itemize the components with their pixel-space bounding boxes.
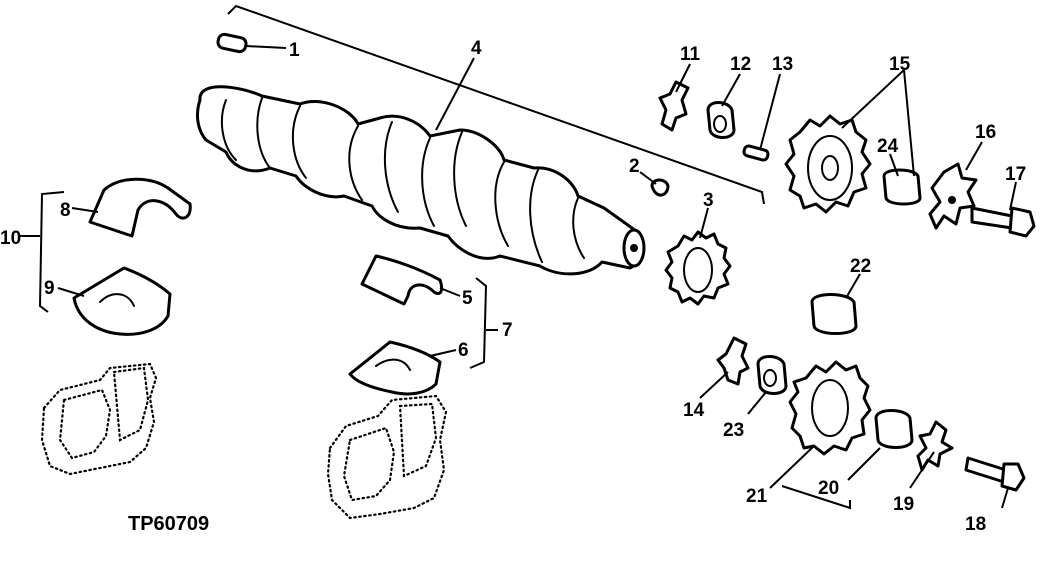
thrust-washer-19-part <box>916 420 954 472</box>
cap-screw-upper-part <box>970 206 1036 238</box>
callout-23: 23 <box>723 420 744 441</box>
callout-22: 22 <box>850 256 871 277</box>
callout-13: 13 <box>772 54 793 75</box>
figure-id: TP60709 <box>128 513 209 535</box>
crankshaft-gear-part <box>664 230 732 306</box>
callout-24: 24 <box>877 136 899 157</box>
bushing-part <box>706 101 736 139</box>
pin-part <box>742 144 770 162</box>
lower-rod-bearing-part <box>348 340 442 396</box>
callout-21: 21 <box>746 486 768 507</box>
crankshaft-group-bracket <box>227 4 765 205</box>
callout-3: 3 <box>703 190 714 211</box>
idler-bushing-part <box>882 168 922 206</box>
callout-18: 18 <box>965 514 986 535</box>
lower-idler-gear-part <box>788 360 872 456</box>
callout-16: 16 <box>975 122 996 143</box>
callout-4: 4 <box>471 38 482 59</box>
thrust-plate-part <box>658 80 690 132</box>
callout-19: 19 <box>893 494 914 515</box>
bushing-23-part <box>756 355 788 395</box>
callout-17: 17 <box>1005 164 1026 185</box>
callout-11: 11 <box>680 44 701 65</box>
dowel-pin-part <box>216 32 248 54</box>
ghost-block-center <box>326 394 448 520</box>
callout-7: 7 <box>502 320 513 341</box>
thrust-washer-part <box>928 162 978 230</box>
cap-screw-lower-part <box>964 456 1026 492</box>
idler-gear-part <box>784 114 872 214</box>
leader-lines <box>20 45 1017 510</box>
callout-8: 8 <box>60 200 71 221</box>
callout-9: 9 <box>44 278 55 299</box>
lower-main-bearing-part <box>72 266 172 336</box>
callout-1: 1 <box>289 40 300 61</box>
callout-14: 14 <box>683 400 705 421</box>
crankshaft-part <box>196 85 646 276</box>
callout-12: 12 <box>730 54 751 75</box>
callout-15: 15 <box>889 54 911 75</box>
callout-6: 6 <box>458 340 469 361</box>
bushing-22-part <box>810 293 858 335</box>
callout-2: 2 <box>629 156 640 177</box>
callout-5: 5 <box>462 288 473 309</box>
bushing-20-part <box>874 409 914 449</box>
upper-main-bearing-part <box>88 177 192 238</box>
callout-20: 20 <box>818 478 839 499</box>
upper-rod-bearing-part <box>360 254 444 306</box>
thrust-plate-14-part <box>716 336 750 386</box>
callout-10: 10 <box>0 228 21 249</box>
ghost-block-left <box>40 362 158 476</box>
